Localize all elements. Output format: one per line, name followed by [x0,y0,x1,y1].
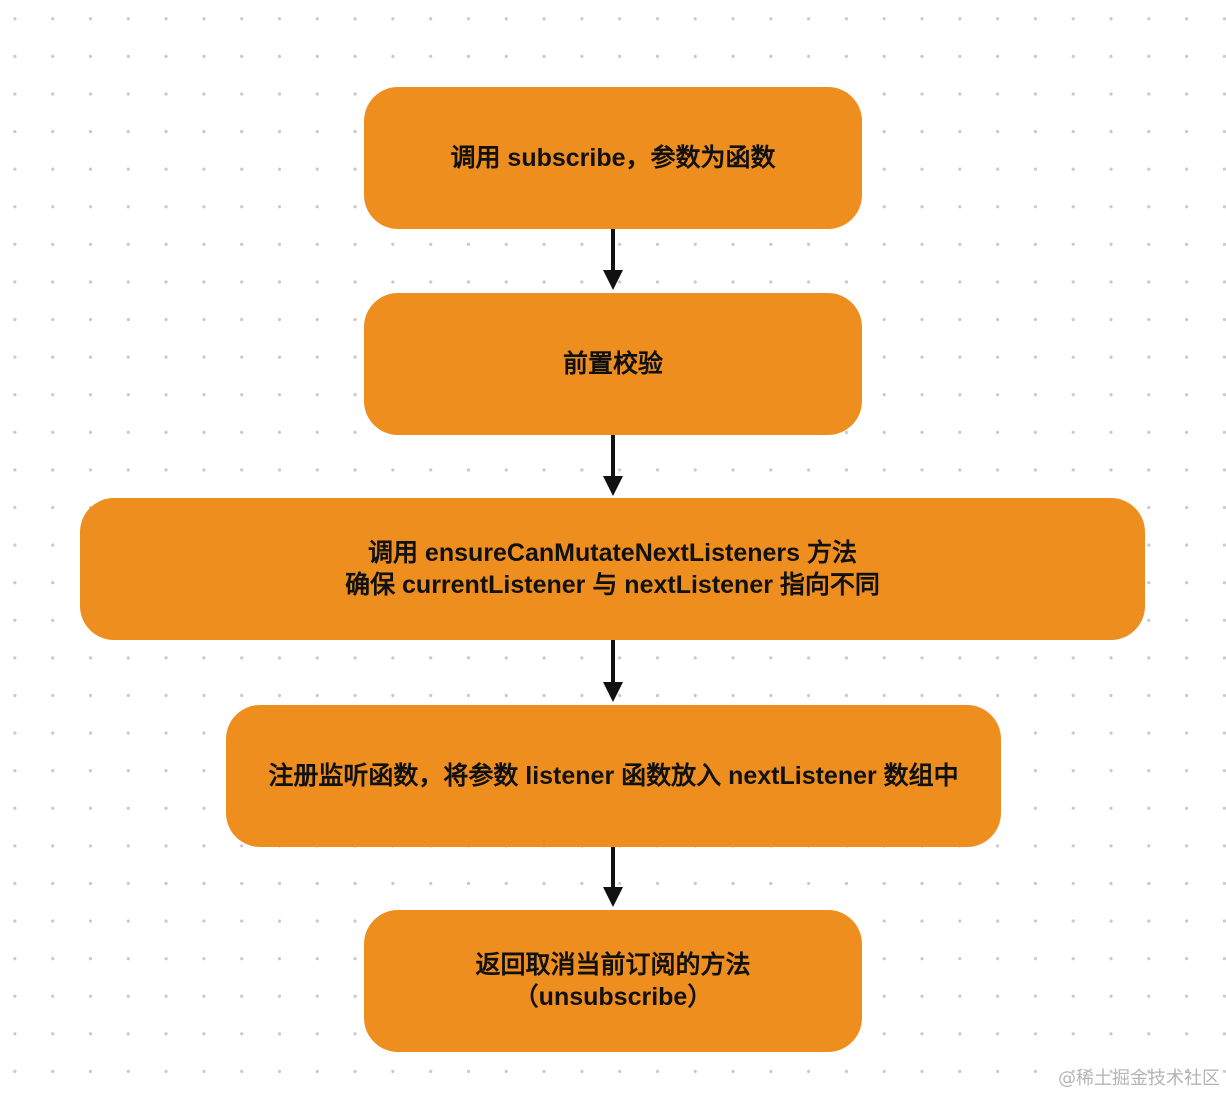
node-return-unsubscribe[interactable]: 返回取消当前订阅的方法 （unsubscribe） [364,910,862,1052]
node-call-subscribe[interactable]: 调用 subscribe，参数为函数 [364,87,862,229]
arrow-n2-n3 [603,435,623,496]
node-label: 注册监听函数，将参数 listener 函数放入 nextListener 数组… [268,762,959,790]
watermark: @稀土掘金技术社区 [1058,1068,1220,1089]
node-precheck[interactable]: 前置校验 [364,293,862,435]
node-label-line-1: 返回取消当前订阅的方法 [475,951,751,979]
arrow-n4-n5 [603,847,623,907]
node-ensure-can-mutate[interactable]: 调用 ensureCanMutateNextListeners 方法 确保 cu… [80,498,1145,640]
node-label-line-1: 调用 ensureCanMutateNextListeners 方法 [367,539,857,567]
node-label: 前置校验 [562,350,663,378]
arrow-n1-n2 [603,229,623,290]
node-label-line-2: 确保 currentListener 与 nextListener 指向不同 [345,571,880,599]
arrow-n3-n4 [603,640,623,702]
node-register-listener[interactable]: 注册监听函数，将参数 listener 函数放入 nextListener 数组… [226,705,1001,847]
node-label: 调用 subscribe，参数为函数 [450,144,776,172]
node-label-line-2: （unsubscribe） [513,983,713,1011]
